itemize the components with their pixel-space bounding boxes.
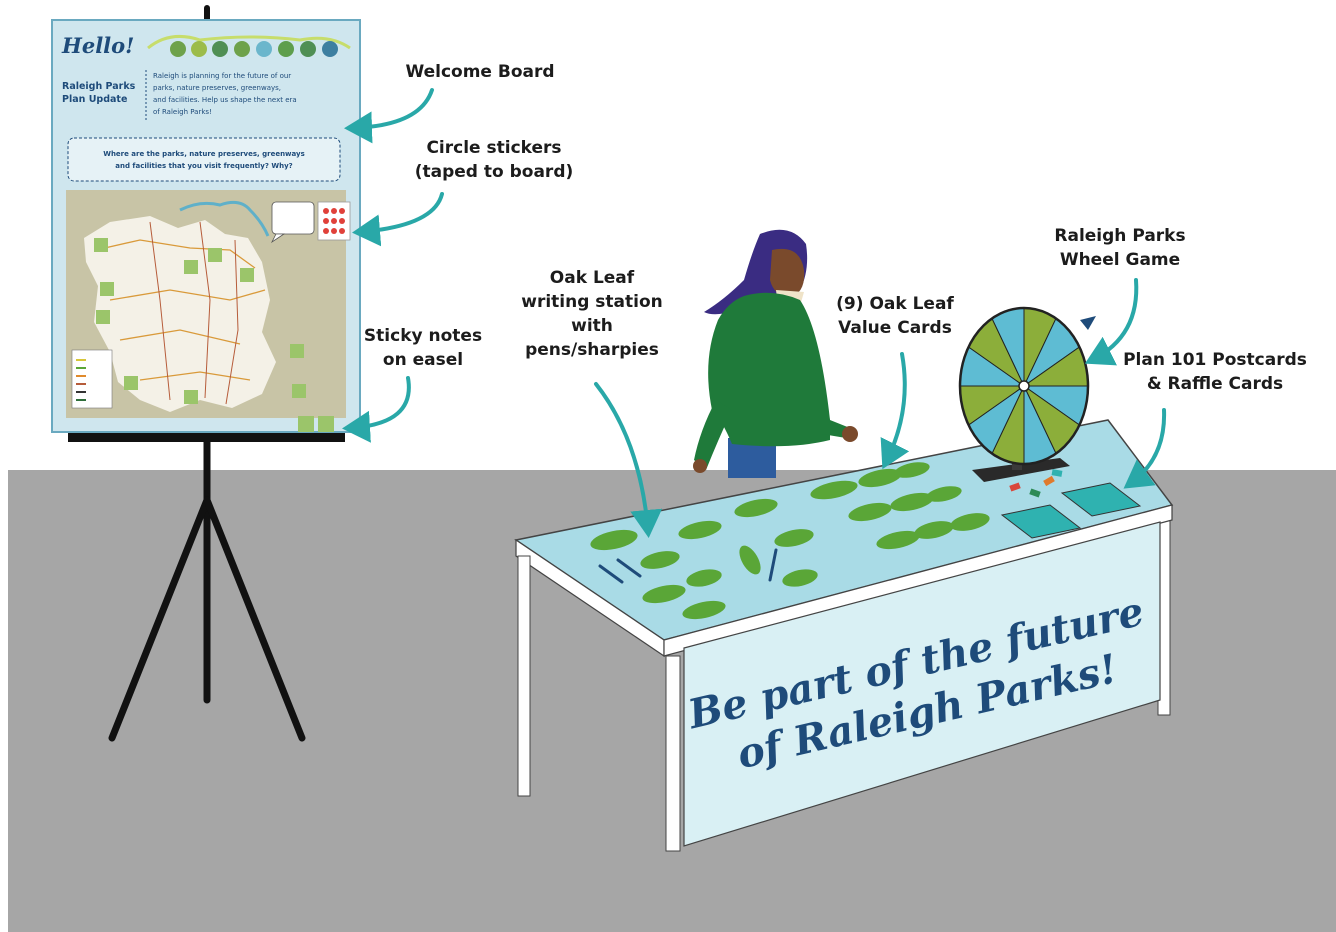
callout-arrows [342, 88, 1167, 538]
callout-value-cards-line1: (9) Oak Leaf [836, 294, 954, 314]
callout-welcome-board: Welcome Board [395, 60, 565, 84]
circle-sticker-sheet [317, 201, 351, 241]
oak-leaf [876, 530, 920, 550]
oak-leaf [848, 502, 892, 522]
callout-writing-station-line4: pens/sharpies [525, 340, 659, 360]
pens [598, 548, 778, 584]
callout-value-cards: (9) Oak Leaf Value Cards [820, 292, 970, 340]
oak-leaf [926, 486, 962, 502]
question-box [67, 137, 341, 182]
prize-wheel [958, 306, 1096, 482]
callout-wheel-game-line2: Wheel Game [1059, 250, 1181, 270]
person [693, 229, 858, 478]
oak-leaf [739, 545, 761, 575]
oak-leaf [914, 521, 954, 539]
question-line-2: and facilities that you visit frequently… [115, 162, 292, 170]
callout-value-cards-line2: Value Cards [838, 318, 952, 338]
board-title-line2: Plan Update [62, 94, 127, 105]
easel-ledge [68, 433, 345, 442]
board-hello: Hello! [61, 33, 134, 58]
table-banner [683, 521, 1161, 847]
arrow-welcome-board [344, 88, 434, 144]
oak-leaf [890, 492, 934, 512]
oak-leaf [678, 520, 722, 540]
oak-leaf [686, 569, 722, 587]
board-intro-1: Raleigh is planning for the future of ou… [153, 72, 291, 80]
welcome-board: Hello! Raleigh Parks Plan Update Raleigh… [51, 19, 361, 433]
arrow-wheel-game [1084, 278, 1139, 366]
callout-sticky-notes-line2: on easel [382, 350, 464, 370]
arrow-sticky-notes [342, 376, 411, 443]
callout-postcards: Plan 101 Postcards & Raffle Cards [1112, 348, 1318, 396]
oak-leaf [734, 498, 778, 518]
callout-writing-station-line1: Oak Leaf [549, 268, 635, 288]
callout-sticky-notes-line1: Sticky notes [363, 326, 483, 346]
postcards [1000, 482, 1142, 539]
candies [1009, 469, 1063, 498]
easel-sticky-note [298, 416, 314, 432]
callout-wheel-game-line1: Raleigh Parks [1054, 226, 1186, 246]
oak-leaf [950, 513, 990, 531]
icon-strip [147, 34, 351, 57]
arrow-postcards [1123, 408, 1167, 489]
board-intro-2: parks, nature preserves, greenways, [153, 84, 281, 92]
board-intro-3: and facilities. Help us shape the next e… [153, 96, 297, 104]
oak-leaf [810, 480, 858, 500]
callout-writing-station: Oak Leaf writing station with pens/sharp… [512, 266, 672, 362]
callout-postcards-line2: & Raffle Cards [1146, 374, 1284, 394]
callout-sticky-notes: Sticky notes on easel [358, 324, 488, 372]
callout-circle-stickers-line2: (taped to board) [414, 162, 574, 182]
arrow-circle-stickers [352, 192, 444, 247]
question-line-1: Where are the parks, nature preserves, g… [103, 150, 305, 158]
oak-leaf [782, 569, 818, 587]
board-title-line1: Raleigh Parks [62, 81, 136, 92]
easel [108, 5, 306, 742]
arrow-value-cards [880, 352, 910, 470]
callout-welcome-board-line1: Welcome Board [405, 62, 555, 82]
callout-writing-station-line3: with [571, 316, 613, 336]
callout-wheel-game: Raleigh Parks Wheel Game [1040, 224, 1200, 272]
oak-leaf [642, 584, 686, 604]
callout-postcards-line1: Plan 101 Postcards [1123, 350, 1307, 370]
arrow-writing-station [594, 382, 663, 538]
oak-leaf [682, 600, 726, 620]
callout-circle-stickers: Circle stickers (taped to board) [404, 136, 584, 184]
callout-writing-station-line2: writing station [521, 292, 663, 312]
easel-sticky-note [318, 416, 334, 432]
oak-leaf [858, 468, 902, 488]
callout-circle-stickers-line1: Circle stickers [426, 138, 562, 158]
oak-leaf [774, 529, 814, 547]
oak-leaf [590, 529, 638, 551]
oak-leaf [640, 551, 680, 569]
board-intro-4: of Raleigh Parks! [153, 108, 212, 116]
